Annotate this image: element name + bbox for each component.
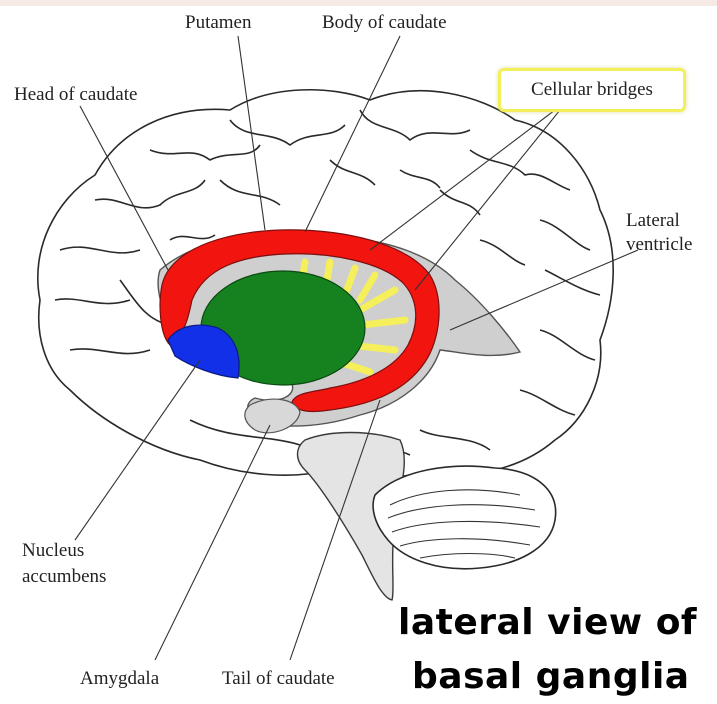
amygdala-shape (245, 399, 300, 433)
tail-of-caudate-label: Tail of caudate (222, 668, 335, 690)
nucleus-accumbens-label-line2: accumbens (22, 566, 106, 588)
nucleus-accumbens-label-line1: Nucleus (22, 540, 84, 562)
amygdala-label: Amygdala (80, 668, 159, 690)
lateral-ventricle-label-line1: Lateral (626, 210, 680, 232)
caption-line1: lateral view of (398, 602, 697, 643)
lateral-ventricle-label-line2: ventricle (626, 234, 692, 256)
cellular-bridges-label: Cellular bridges (531, 79, 653, 101)
caption-line2: basal ganglia (412, 656, 690, 697)
cerebellum-shape (373, 466, 556, 569)
cellular-bridges-callout: Cellular bridges (498, 68, 686, 112)
head-of-caudate-label: Head of caudate (14, 84, 137, 106)
body-of-caudate-label: Body of caudate (322, 12, 447, 34)
putamen-label: Putamen (185, 12, 252, 34)
